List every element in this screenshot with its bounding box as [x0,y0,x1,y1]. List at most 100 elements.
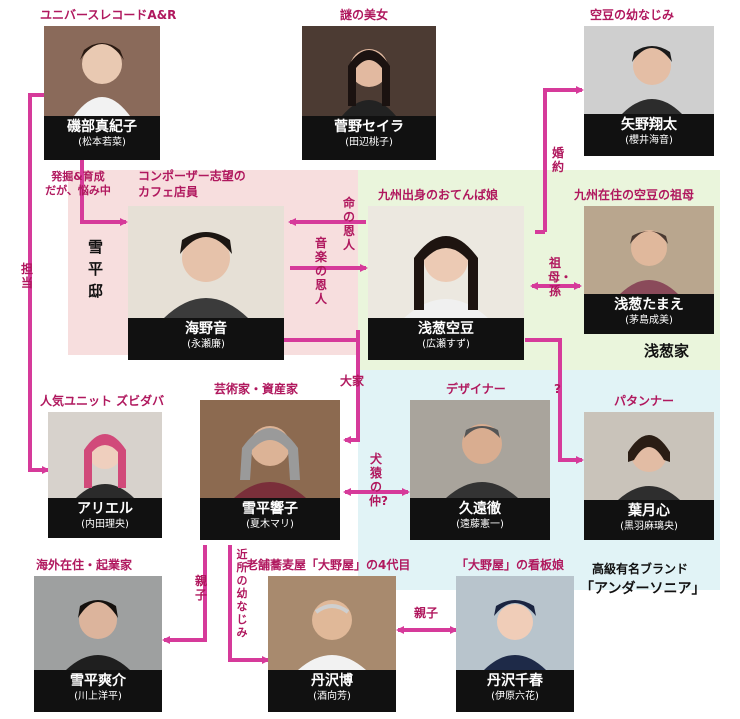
namebox-hiroshi: 丹沢博 (酒向芳) [268,670,396,712]
node-chiharu: 丹沢千春 (伊原六花) [456,576,574,712]
brand-name: 「アンダーソニア」 [580,581,706,597]
actor-yano: (櫻井海音) [625,135,673,146]
name-yano: 矢野翔太 [621,117,677,133]
name-hiroshi: 丹沢博 [311,673,353,689]
role-kyoko: 芸術家・資産家 [214,382,299,396]
node-kudo: 久遠徹 (遠藤憲一) [410,400,550,540]
name-sugano: 菅野セイラ [334,119,404,135]
node-hazuki: 葉月心 (黒羽麻璃央) [584,412,714,540]
photo-yano [584,26,714,114]
role-sosuke: 海外在住・起業家 [36,558,133,572]
node-sugano: 菅野セイラ (田辺桃子) [302,26,436,160]
photo-asakusa-tamae [584,206,714,294]
actor-hiroshi: (酒向芳) [313,691,351,702]
role-ariel: 人気ユニット ズビダバ [40,394,165,408]
actor-isobe: (松本若菜) [78,137,126,148]
role-hazuki: パタンナー [614,394,675,408]
actor-asakusa-sorame: (広瀬すず) [422,339,470,350]
namebox-kudo: 久遠徹 (遠藤憲一) [410,498,550,540]
photo-sosuke [34,576,162,670]
actor-asakusa-tamae: (茅島成美) [625,315,673,326]
relation-ongaku: 音楽の恩人 [314,236,327,306]
namebox-ariel: アリエル (内田理央) [48,498,162,538]
namebox-sosuke: 雪平爽介 (川上洋平) [34,670,162,712]
relation-sobo: 祖母・孫 [548,256,573,298]
arrow-sorame-to-yano [543,86,584,232]
relation-oyako2: 親子 [414,606,439,620]
node-isobe: 磯部真紀子 (松本若菜) [44,26,160,160]
brand-caption: 高級有名ブランド [592,562,689,576]
namebox-yano: 矢野翔太 (櫻井海音) [584,114,714,156]
role-hiroshi: 老舗蕎麦屋「大野屋」の4代目 [246,558,411,572]
namebox-sugano: 菅野セイラ (田辺桃子) [302,116,436,160]
actor-umino: (永瀬廉) [187,339,225,350]
role-isobe: ユニバースレコードA&R [40,8,177,22]
relation-ooya: 大家 [340,374,365,388]
role-kudo: デザイナー [446,382,506,396]
actor-hazuki: (黒羽麻璃央) [620,521,678,532]
photo-kyoko [200,400,340,498]
relation-konyaku: 婚約 [551,146,564,174]
role-chiharu: 「大野屋」の看板娘 [456,558,565,572]
role-yano: 空豆の幼なじみ [590,8,675,22]
name-kudo: 久遠徹 [459,501,501,517]
node-hiroshi: 丹沢博 (酒向芳) [268,576,396,712]
arrow-kyoko-to-sosuke [162,545,207,644]
namebox-asakusa-tamae: 浅葱たまえ (茅島成美) [584,294,714,334]
actor-sugano: (田辺桃子) [345,137,393,148]
namebox-kyoko: 雪平響子 (夏木マリ) [200,498,340,540]
photo-hazuki [584,412,714,500]
name-asakusa-sorame: 浅葱空豆 [418,321,474,337]
role-asakusa-tamae: 九州在住の空豆の祖母 [574,188,695,202]
namebox-asakusa-sorame: 浅葱空豆 (広瀬すず) [368,318,524,360]
arrow-sorame-to-hazuki [525,338,584,464]
node-yano: 矢野翔太 (櫻井海音) [584,26,714,156]
actor-sosuke: (川上洋平) [74,691,122,702]
relation-kinjo: 近所の幼なじみ [236,548,248,639]
photo-chiharu [456,576,574,670]
photo-isobe [44,26,160,116]
photo-ariel [48,412,162,498]
name-kyoko: 雪平響子 [242,501,298,517]
relation-hakkutsu: 発掘&育成 だが、悩み中 [45,170,111,197]
relation-question: ? [554,382,561,396]
relation-tanto: 担当 [20,262,33,290]
photo-asakusa-sorame [368,206,524,318]
actor-kyoko: (夏木マリ) [246,519,294,530]
actor-ariel: (内田理央) [81,519,129,530]
photo-sugano [302,26,436,116]
name-isobe: 磯部真紀子 [67,119,137,135]
yukihira-house-label: 雪平邸 [88,238,104,300]
name-chiharu: 丹沢千春 [487,673,543,689]
node-asakusa-sorame: 浅葱空豆 (広瀬すず) [368,206,524,360]
arrow-kyoko-to-hiroshi [228,545,270,664]
role-sugano: 謎の美女 [340,8,389,22]
name-hazuki: 葉月心 [628,503,670,519]
namebox-hazuki: 葉月心 (黒羽麻璃央) [584,500,714,540]
photo-hiroshi [268,576,396,670]
namebox-umino: 海野音 (永瀬廉) [128,318,284,360]
name-sosuke: 雪平爽介 [70,673,126,689]
relation-oyako1: 親子 [194,574,207,602]
node-umino: 海野音 (永瀬廉) [128,206,284,360]
name-ariel: アリエル [77,501,133,517]
namebox-isobe: 磯部真紀子 (松本若菜) [44,116,160,160]
asakusa-house-label: 浅葱家 [644,342,690,360]
node-sosuke: 雪平爽介 (川上洋平) [34,576,162,712]
photo-kudo [410,400,550,498]
relation-inochi: 命の恩人 [342,196,355,252]
node-asakusa-tamae: 浅葱たまえ (茅島成美) [584,206,714,334]
arrow-isobe-to-ariel [28,93,50,474]
actor-kudo: (遠藤憲一) [456,519,504,530]
relation-kenen: 犬猿の仲? [369,452,388,508]
role-umino: コンポーザー志望の カフェ店員 [138,169,246,199]
name-umino: 海野音 [185,321,227,337]
arrow-kyoko-to-umino [343,330,360,444]
actor-chiharu: (伊原六花) [491,691,539,702]
role-asakusa-sorame: 九州出身のおてんば娘 [378,188,499,202]
namebox-chiharu: 丹沢千春 (伊原六花) [456,670,574,712]
node-ariel: アリエル (内田理央) [48,412,162,538]
node-kyoko: 雪平響子 (夏木マリ) [200,400,340,540]
name-asakusa-tamae: 浅葱たまえ [614,297,684,313]
